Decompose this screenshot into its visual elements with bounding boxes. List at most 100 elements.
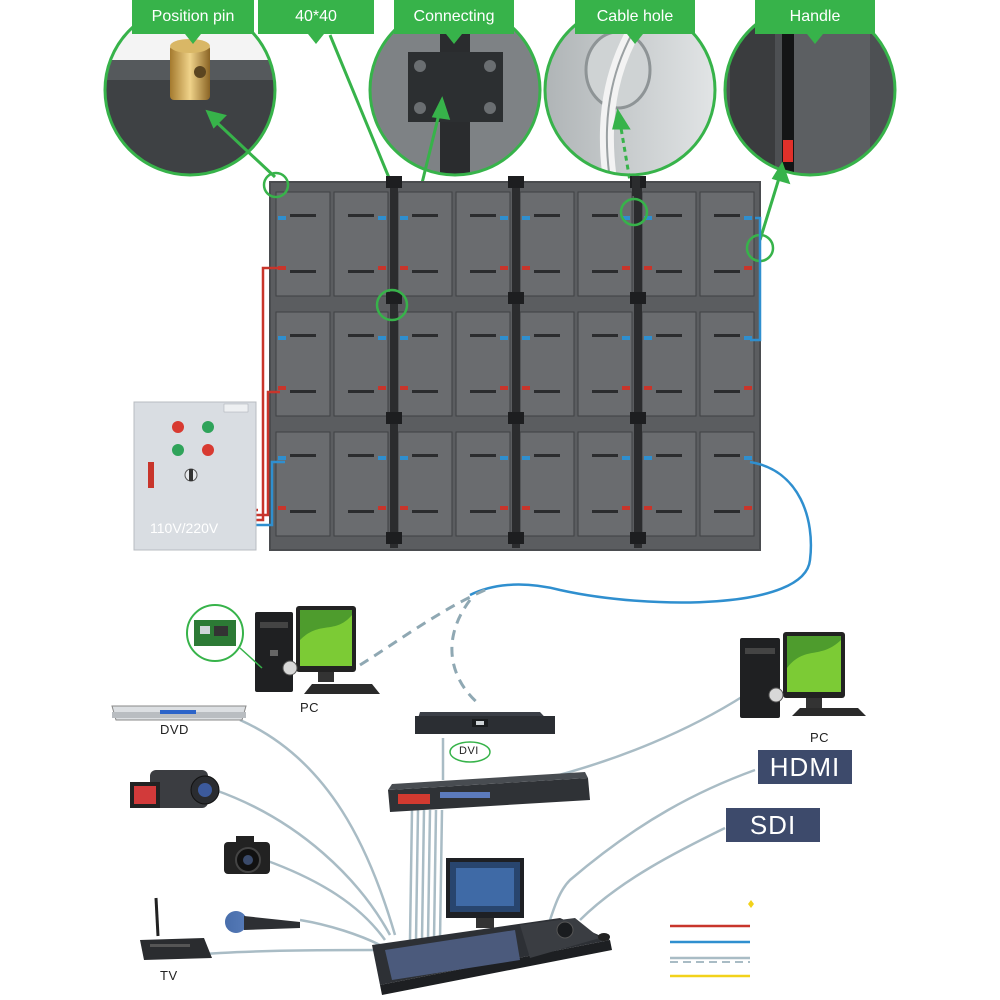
module-slot [290,390,316,393]
led-cabinet [641,431,755,537]
led-module [641,431,697,537]
signal-connector [400,216,408,220]
power-connector [278,266,286,270]
led-module [275,431,331,537]
signal-connector [644,456,652,460]
connecting-marker [375,288,409,322]
connecting-plate [508,292,524,304]
sdi-label: SDI [749,810,797,840]
module-slot [656,334,682,337]
signal-connector [744,216,752,220]
led-module [275,311,331,417]
signal-connector [622,216,630,220]
module-slot [470,334,496,337]
signal-connector [378,456,386,460]
module-slot [534,214,560,217]
led-module [397,311,453,417]
signal-connector [644,216,652,220]
led-cabinet [275,311,389,417]
connecting-plate [630,532,646,544]
cable-hole-tag: Cable hole [575,0,695,44]
connecting-rail [632,176,640,196]
power-voltage-label: 110V/220V [150,520,219,536]
signal-connector [522,456,530,460]
module-slot [348,214,374,217]
connecting-label: Connecting [413,8,495,25]
led-module [455,311,511,417]
module-slot [290,454,316,457]
camera-illustration [224,836,270,874]
module-slot [592,454,618,457]
led-module [641,311,697,417]
module-slot [592,510,618,513]
power-connector [744,506,752,510]
connecting-plate [508,176,524,188]
module-slot [656,214,682,217]
signal-connector [278,216,286,220]
led-cabinet [519,431,633,537]
module-slot [714,454,740,457]
power-connector [622,506,630,510]
connecting-rail [634,176,642,548]
cable-hole-label: Cable hole [596,8,674,25]
led-module [641,191,697,297]
power-connector [644,506,652,510]
power-connector [400,266,408,270]
position-pin-marker [262,171,290,199]
led-cabinet [397,431,511,537]
connecting-plate [386,176,402,188]
led-module [397,191,453,297]
size-tag: 40*40 [258,0,374,44]
power-connector [744,266,752,270]
dvi-label: DVI [459,745,479,757]
led-module [699,191,755,297]
module-slot [592,334,618,337]
signal-connector [522,216,530,220]
led-cabinet [641,191,755,297]
led-module [519,431,575,537]
pc-left-label: PC [300,700,320,715]
power-connector [744,386,752,390]
module-slot [534,510,560,513]
power-connector [522,386,530,390]
connecting-rail [390,176,398,548]
power-connector [644,266,652,270]
module-slot [348,390,374,393]
led-cabinet [397,191,511,297]
led-module [577,431,633,537]
module-slot [348,510,374,513]
led-cabinets [275,176,755,548]
signal-connector [378,216,386,220]
handle-label: Handle [789,8,841,25]
power-connector [500,506,508,510]
module-slot [534,334,560,337]
power-connector [500,266,508,270]
signal-connector [622,336,630,340]
module-slot [412,334,438,337]
connecting-plate [386,412,402,424]
module-slot [290,214,316,217]
hdmi-label: HDMI [769,752,841,782]
power-control-box [133,401,257,551]
led-cabinet [397,311,511,417]
cable-hole-marker [619,197,649,227]
module-slot [348,454,374,457]
module-slot [592,270,618,273]
power-connector [400,506,408,510]
led-module [397,431,453,537]
led-module [699,311,755,417]
pc-right-illustration [740,632,866,718]
module-slot [412,270,438,273]
dvd-label: DVD [160,722,189,737]
video-processor-illustration [388,772,590,812]
size-label: 40*40 [295,8,337,25]
module-slot [412,214,438,217]
led-module [577,311,633,417]
module-slot [656,270,682,273]
hdmi-box: HDMI [758,750,852,784]
connecting-tag: Connecting [394,0,514,44]
module-slot [656,510,682,513]
position-pin-tag: Position pin [132,0,254,44]
signal-cables [255,216,813,604]
